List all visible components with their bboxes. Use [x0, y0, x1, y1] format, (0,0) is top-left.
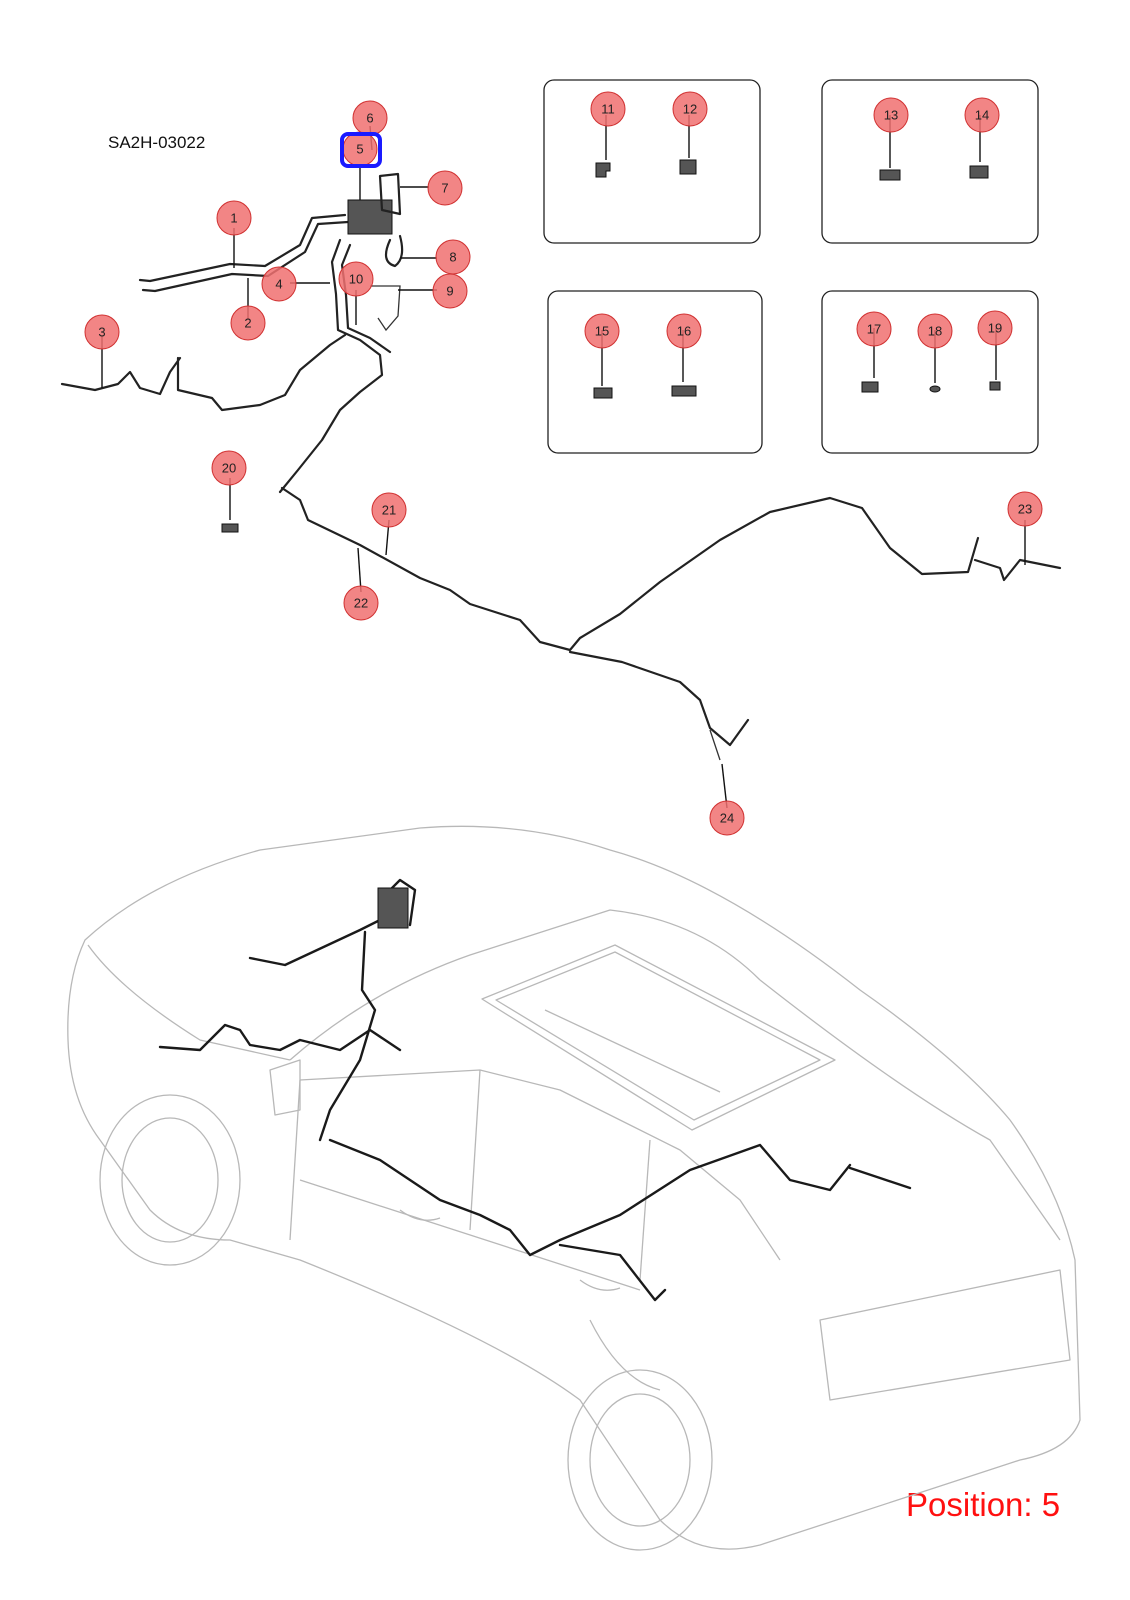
- callout-number-18: 18: [928, 324, 942, 339]
- callout-number-2: 2: [244, 316, 251, 331]
- callout-number-15: 15: [595, 324, 609, 339]
- callout-number-24: 24: [720, 811, 734, 826]
- callout-circle-19: [977, 310, 1013, 346]
- callout-number-7: 7: [441, 181, 448, 196]
- callout-number-9: 9: [446, 284, 453, 299]
- callout-number-11: 11: [601, 102, 615, 117]
- callout-4[interactable]: 4: [261, 266, 297, 302]
- callout-3[interactable]: 3: [84, 314, 120, 350]
- callout-number-6: 6: [366, 111, 373, 126]
- callout-circle-22: [343, 585, 379, 621]
- callout-9[interactable]: 9: [432, 273, 468, 309]
- pipe-assembly: [60, 172, 1062, 761]
- callout-10[interactable]: 10: [338, 261, 374, 297]
- detail-box-13-14: [821, 79, 1039, 244]
- vehicle-outline: [67, 825, 1081, 1551]
- callout-1[interactable]: 1: [216, 200, 252, 236]
- callout-circle-18: [917, 313, 953, 349]
- callout-number-1: 1: [230, 211, 237, 226]
- callout-11[interactable]: 11: [590, 91, 626, 127]
- callout-circle-1: [216, 200, 252, 236]
- callout-2[interactable]: 2: [230, 305, 266, 341]
- clip-part-11-icon: [595, 162, 611, 178]
- callout-circle-2: [230, 305, 266, 341]
- selected-position-highlight: [340, 132, 382, 168]
- callout-number-4: 4: [275, 277, 282, 292]
- callout-19[interactable]: 19: [977, 310, 1013, 346]
- callout-20[interactable]: 20: [211, 450, 247, 486]
- callout-number-14: 14: [975, 108, 989, 123]
- callout-circle-20: [211, 450, 247, 486]
- abs-module-body: [347, 199, 393, 235]
- callout-number-22: 22: [354, 596, 368, 611]
- callout-circle-13: [873, 97, 909, 133]
- callout-16[interactable]: 16: [666, 313, 702, 349]
- clip-part-12-icon: [679, 159, 697, 175]
- callout-12[interactable]: 12: [672, 91, 708, 127]
- callout-8[interactable]: 8: [435, 239, 471, 275]
- callout-18[interactable]: 18: [917, 313, 953, 349]
- callout-5[interactable]: 5: [342, 131, 378, 167]
- detail-box-11-12: [543, 79, 761, 244]
- callout-13[interactable]: 13: [873, 97, 909, 133]
- callout-circle-12: [672, 91, 708, 127]
- diagram-code: SA2H-03022: [108, 133, 206, 152]
- callout-number-12: 12: [683, 102, 697, 117]
- callout-24[interactable]: 24: [709, 800, 745, 836]
- callout-circle-7: [427, 170, 463, 206]
- callout-circle-21: [371, 492, 407, 528]
- callout-number-21: 21: [382, 503, 396, 518]
- callout-circle-9: [432, 273, 468, 309]
- callout-number-16: 16: [677, 324, 691, 339]
- callout-22[interactable]: 22: [343, 585, 379, 621]
- callout-circle-23: [1007, 491, 1043, 527]
- callout-number-10: 10: [349, 272, 363, 287]
- callout-circle-11: [590, 91, 626, 127]
- clip-part-15-icon: [593, 387, 613, 399]
- callout-circle-15: [584, 313, 620, 349]
- callout-6[interactable]: 6: [352, 100, 388, 136]
- callout-15[interactable]: 15: [584, 313, 620, 349]
- clip-part-14-icon: [969, 165, 989, 179]
- callout-number-20: 20: [222, 461, 236, 476]
- clip-part-13-icon: [879, 169, 901, 181]
- detail-box-17-19: [821, 290, 1039, 454]
- callout-circle-3: [84, 314, 120, 350]
- callout-number-13: 13: [884, 108, 898, 123]
- bolt-part-19-icon: [989, 381, 1001, 391]
- callout-17[interactable]: 17: [856, 311, 892, 347]
- vehicle-brake-lines: [158, 878, 912, 1302]
- callout-7[interactable]: 7: [427, 170, 463, 206]
- position-label: Position: 5: [906, 1486, 1061, 1523]
- callout-circle-24: [709, 800, 745, 836]
- clip-part-17-icon: [861, 381, 879, 393]
- clip-part-20-icon: [221, 523, 239, 533]
- callout-23[interactable]: 23: [1007, 491, 1043, 527]
- callout-circle-16: [666, 313, 702, 349]
- callout-number-19: 19: [988, 321, 1002, 336]
- callout-circle-14: [964, 97, 1000, 133]
- callout-14[interactable]: 14: [964, 97, 1000, 133]
- callout-circle-4: [261, 266, 297, 302]
- callout-21[interactable]: 21: [371, 492, 407, 528]
- callout-circle-10: [338, 261, 374, 297]
- clip-part-16-icon: [671, 385, 697, 397]
- detail-box-15-16: [547, 290, 763, 454]
- callout-number-8: 8: [449, 250, 456, 265]
- callout-number-3: 3: [98, 325, 105, 340]
- callout-number-23: 23: [1018, 502, 1032, 517]
- callout-circle-17: [856, 311, 892, 347]
- grommet-part-18-icon: [929, 385, 941, 393]
- callout-number-5: 5: [356, 142, 363, 157]
- callout-number-17: 17: [867, 322, 881, 337]
